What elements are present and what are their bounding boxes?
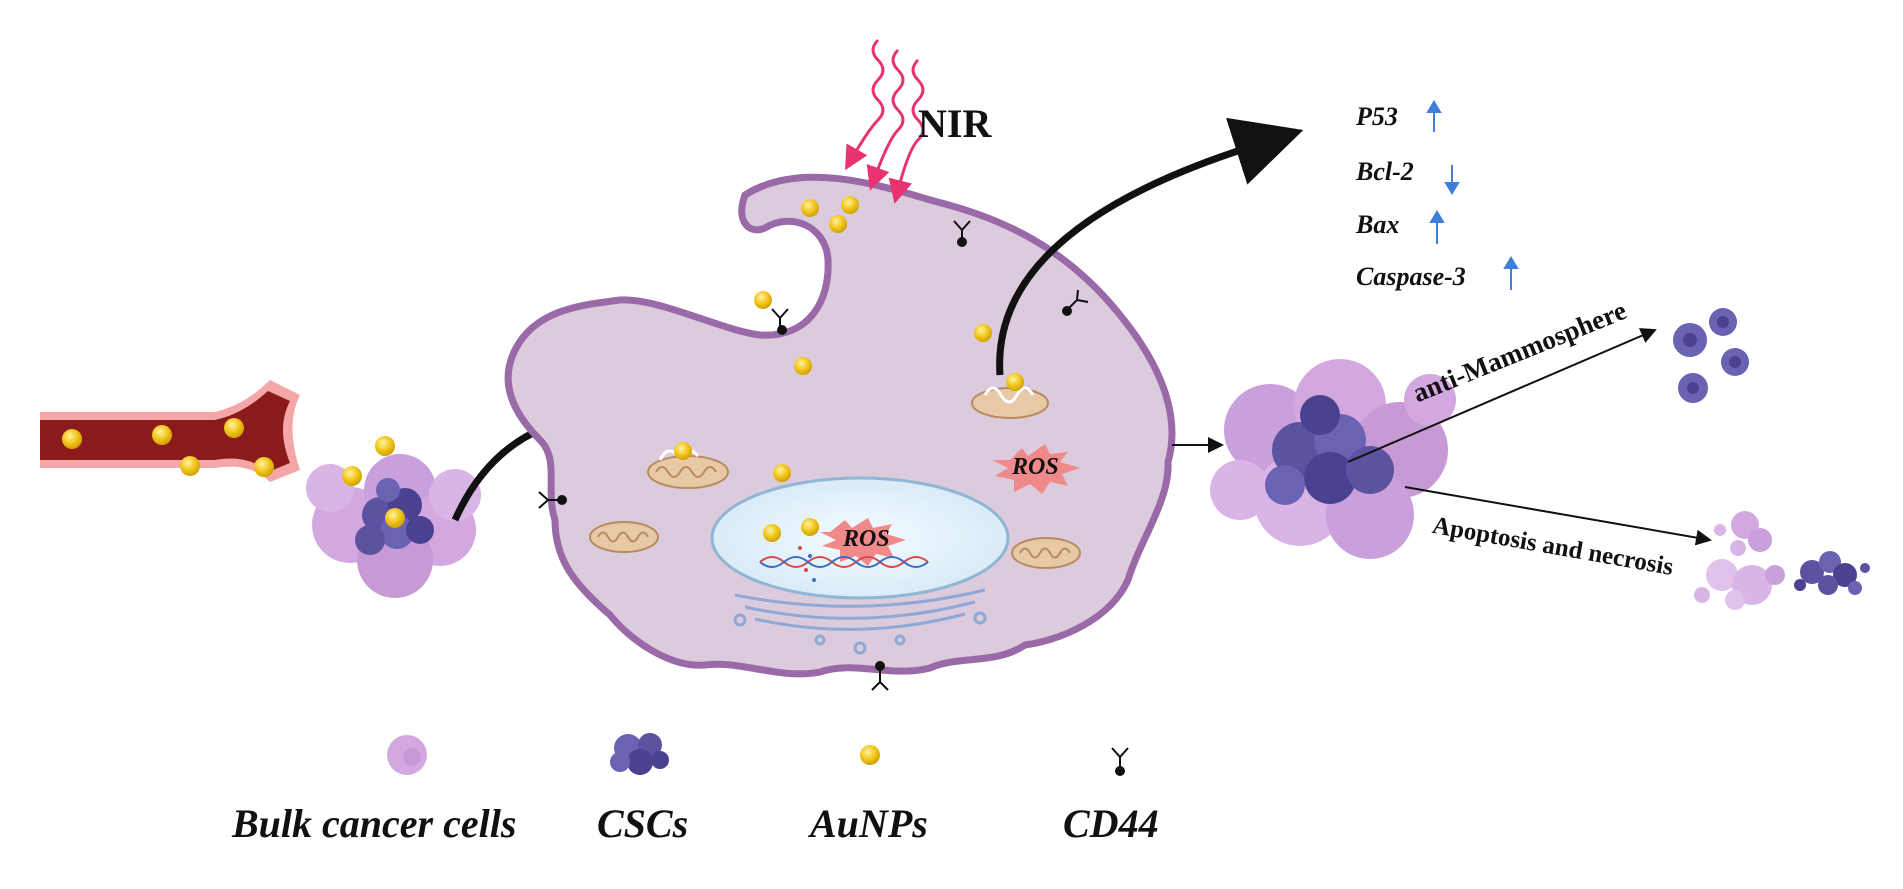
- apoptotic-debris: [1694, 511, 1785, 610]
- marker-arrows: [1426, 100, 1519, 290]
- dispersed-cscs: [1673, 308, 1749, 403]
- aunp-in-vessel: [180, 456, 200, 476]
- blood-vessel: [40, 380, 300, 482]
- aunp: [801, 199, 819, 217]
- nucleus: [710, 476, 1010, 600]
- aunp-in-vessel: [224, 418, 244, 438]
- apoptosis-arrow: [1404, 486, 1712, 546]
- legend-bulk-icon: [387, 735, 427, 775]
- aunp: [841, 196, 859, 214]
- aunp: [829, 215, 847, 233]
- ros-burst: [992, 444, 1080, 494]
- legend-aunp-icon: [860, 745, 880, 765]
- cd44-receptor: [538, 491, 567, 509]
- nir-label: NIR: [918, 101, 992, 146]
- marker-caspase3: Caspase-3: [1356, 262, 1466, 291]
- cd44-receptor: [871, 661, 889, 691]
- main-cell: [504, 173, 1176, 678]
- dna-strand: [759, 556, 929, 568]
- legend-bulk-label: Bulk cancer cells: [232, 801, 517, 846]
- mitochondrion: [1011, 537, 1081, 569]
- legend-csc-icon: [610, 733, 669, 775]
- legend-cd44-icon: [1111, 747, 1129, 776]
- legend-aunps-label: AuNPs: [810, 801, 928, 846]
- legend-cscs-label: CSCs: [597, 801, 689, 846]
- aunp: [754, 291, 772, 309]
- aunp: [773, 464, 791, 482]
- mammosphere-arrow: [1347, 328, 1657, 463]
- damaged-mitochondrion: [658, 442, 700, 461]
- mitochondrion: [589, 521, 659, 553]
- necrotic-cscs: [1794, 551, 1870, 595]
- cd44-receptor: [953, 220, 971, 247]
- aunp-in-vessel: [254, 457, 274, 477]
- aunp-in-vessel: [152, 425, 172, 445]
- marker-p53: P53: [1356, 102, 1398, 131]
- legend-cd44-label: CD44: [1063, 801, 1159, 846]
- aunp-in-vessel: [62, 429, 82, 449]
- marker-bcl2: Bcl-2: [1356, 157, 1414, 186]
- tumor-cluster-right: [1210, 359, 1456, 559]
- aunp: [794, 357, 812, 375]
- signal-arrow: [996, 117, 1304, 376]
- damaged-mitochondrion: [971, 373, 1049, 419]
- cd44-receptor: [771, 308, 789, 335]
- ros-label-cytoplasm: ROS: [1012, 454, 1059, 480]
- cd44-receptor: [1062, 289, 1089, 316]
- dna-strand: [759, 556, 929, 568]
- nir-rays: [845, 38, 925, 204]
- ros-label-nucleus: ROS: [843, 526, 890, 552]
- mitochondrion: [647, 455, 729, 489]
- endoplasmic-reticulum: [733, 588, 987, 655]
- marker-bax: Bax: [1356, 210, 1400, 239]
- ros-burst-nucleus: [820, 518, 906, 566]
- tumor-cluster-left: [306, 436, 481, 598]
- aunp: [974, 324, 992, 342]
